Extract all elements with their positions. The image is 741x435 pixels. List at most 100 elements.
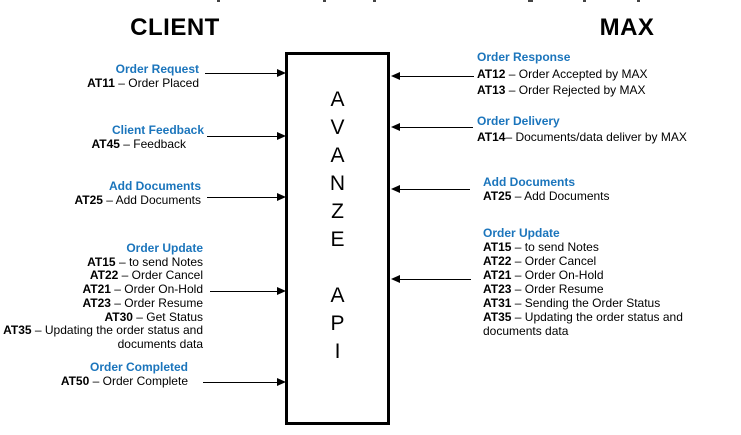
client-add-documents-block: Add Documents AT25 – Add Documents <box>74 179 201 208</box>
message-text: – Feedback <box>119 136 186 151</box>
message-text: – Order Resume <box>110 295 203 310</box>
max-add-documents-block: Add Documents AT25 – Add Documents <box>483 175 610 203</box>
message-text: – Order Rejected by MAX <box>505 83 646 97</box>
message-text: – Documents/data deliver by MAX <box>505 130 687 144</box>
message-code: AT22 <box>89 268 119 283</box>
message-line: AT50 – Order Complete <box>60 373 188 389</box>
api-letter: P <box>330 312 345 335</box>
client-order-update-block: Order Update AT15 – to send Notes AT22 –… <box>3 241 204 352</box>
arrow-order-completed-icon <box>203 377 286 386</box>
message-code: AT35 <box>483 310 512 324</box>
arrow-order-update-left-icon <box>210 286 286 295</box>
message-text: – to send Notes <box>511 240 599 254</box>
message-line: AT15 – to send Notes <box>483 240 683 254</box>
api-letter: E <box>330 228 345 251</box>
cropped-text-artifact <box>373 0 376 2</box>
message-line: AT25 – Add Documents <box>483 189 610 203</box>
message-code: AT35 <box>3 323 32 338</box>
cropped-text-artifact <box>323 0 326 2</box>
client-feedback-block: Client Feedback AT45 – Feedback <box>91 123 205 151</box>
message-code: AT13 <box>477 83 506 97</box>
arrow-add-documents-right-icon <box>391 184 470 193</box>
api-letter: A <box>330 144 345 167</box>
api-letter: N <box>329 172 346 195</box>
message-code: AT21 <box>82 282 111 297</box>
max-order-response-block: Order Response AT12 – Order Accepted by … <box>477 50 648 97</box>
message-line: AT11 – Order Placed <box>87 75 199 91</box>
api-letter: Z <box>331 200 344 223</box>
message-code: AT11 <box>87 75 115 90</box>
message-line: AT13 – Order Rejected by MAX <box>477 83 648 97</box>
message-text: – Sending the Order Status <box>511 296 661 310</box>
api-letter: A <box>330 284 345 307</box>
message-code: AT15 <box>87 254 116 269</box>
client-order-completed-block: Order Completed AT50 – Order Complete <box>60 360 188 389</box>
max-order-delivery-block: Order Delivery AT14– Documents/data deli… <box>477 114 687 144</box>
message-code: AT15 <box>483 240 512 254</box>
api-letter: V <box>330 116 345 139</box>
max-heading: MAX <box>599 14 655 41</box>
message-code: AT25 <box>74 192 103 207</box>
message-line-continuation: documents data <box>483 324 683 338</box>
api-letter: A <box>330 88 345 111</box>
arrow-client-feedback-icon <box>207 131 286 140</box>
message-text: – to send Notes <box>115 254 203 269</box>
message-line: AT30 – Get Status <box>3 309 204 325</box>
arrow-order-request-icon <box>205 68 286 77</box>
message-code: AT22 <box>483 254 512 268</box>
message-text: – Order Cancel <box>118 268 203 283</box>
cropped-text-artifact <box>583 0 586 2</box>
message-text: – Order Cancel <box>511 254 597 268</box>
block-title: Order Request <box>115 62 199 76</box>
message-text: – Add Documents <box>102 192 201 207</box>
max-order-update-block: Order Update AT15 – to send Notes AT22 –… <box>483 226 683 338</box>
message-code: AT30 <box>104 309 133 324</box>
client-heading: CLIENT <box>130 14 220 41</box>
message-line: AT23 – Order Resume <box>3 295 204 311</box>
message-line: AT25 – Add Documents <box>74 192 201 208</box>
message-line: AT21 – Order On-Hold <box>3 282 204 297</box>
message-line: AT35 – Updating the order status and <box>483 310 683 324</box>
block-title: Order Response <box>477 50 571 64</box>
arrow-add-documents-left-icon <box>207 192 286 201</box>
message-text: – Add Documents <box>511 189 610 203</box>
message-line: AT21 – Order On-Hold <box>483 268 683 282</box>
block-title: Client Feedback <box>111 123 204 137</box>
message-line-continuation: documents data <box>3 337 203 352</box>
message-code: AT12 <box>477 66 506 81</box>
message-code: AT25 <box>483 189 512 203</box>
block-title: Order Completed <box>89 360 188 374</box>
block-title: Order Update <box>483 226 560 240</box>
message-text: – Updating the order status and <box>511 310 683 324</box>
block-title: Order Update <box>126 241 203 255</box>
block-title: Add Documents <box>108 179 201 193</box>
message-text: – Order On-Hold <box>511 268 604 282</box>
message-text: – Order Accepted by MAX <box>505 66 648 81</box>
arrow-order-delivery-icon <box>391 122 473 131</box>
cropped-text-artifact <box>637 0 640 2</box>
message-line: AT23 – Order Resume <box>483 282 683 296</box>
message-code: AT50 <box>60 373 90 388</box>
message-text: – Order Resume <box>511 282 604 296</box>
block-title: Order Delivery <box>477 114 560 128</box>
message-code: AT31 <box>483 296 512 310</box>
message-text: documents data <box>483 324 569 338</box>
message-code: AT23 <box>483 282 512 296</box>
message-text: – Updating the order status and <box>31 323 203 338</box>
message-code: AT21 <box>483 268 512 282</box>
message-line: AT15 – to send Notes <box>3 254 203 270</box>
cropped-text-artifact <box>217 0 220 2</box>
message-line: AT22 – Order Cancel <box>483 254 683 268</box>
message-line: AT12 – Order Accepted by MAX <box>477 67 648 81</box>
message-text: – Order On-Hold <box>110 282 203 297</box>
client-order-request-block: Order Request AT11 – Order Placed <box>87 62 199 91</box>
block-title: Add Documents <box>483 175 576 189</box>
message-line: AT22 – Order Cancel <box>3 269 203 283</box>
message-text: – Order Complete <box>89 373 188 388</box>
message-code: AT14 <box>477 130 506 144</box>
api-letter: I <box>334 340 341 363</box>
message-code: AT45 <box>91 136 120 151</box>
message-text: – Get Status <box>132 309 203 324</box>
message-code: AT23 <box>82 295 111 310</box>
